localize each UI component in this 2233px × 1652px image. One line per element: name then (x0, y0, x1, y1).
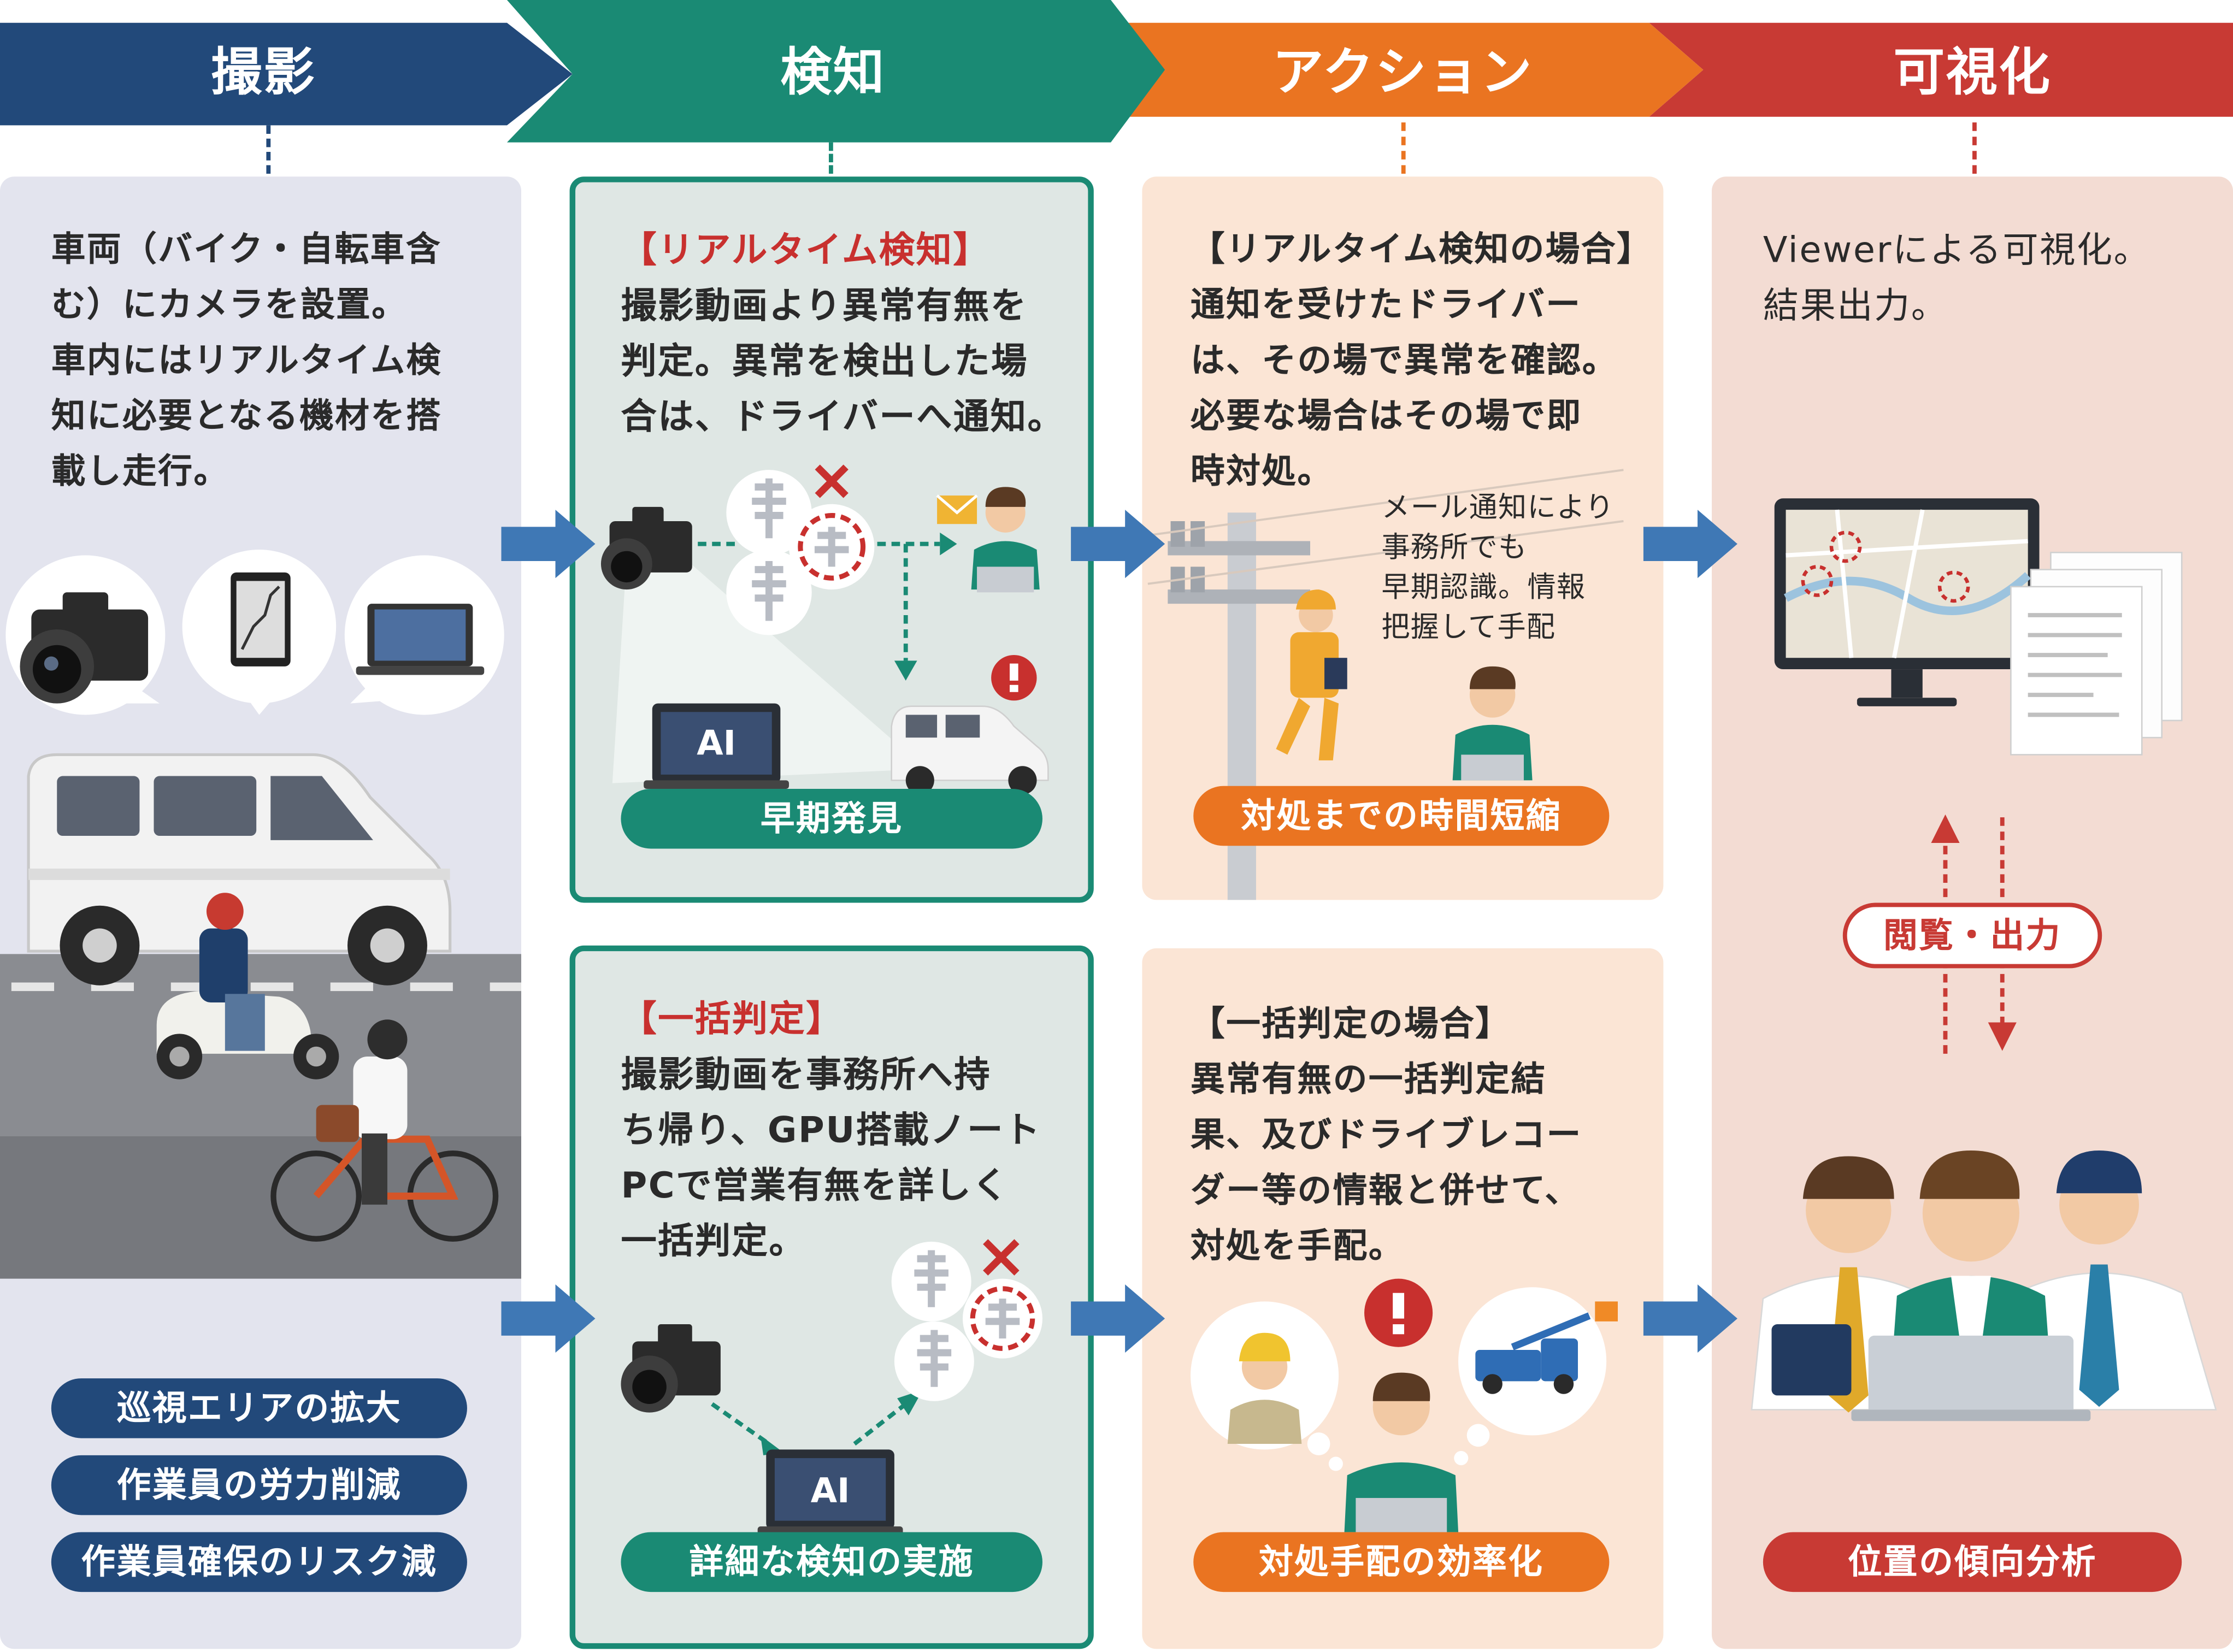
stage-label-detect: 検知 (780, 44, 886, 103)
note-line: 把握して手配 (1381, 609, 1556, 644)
stage-label-shoot: 撮影 (210, 44, 316, 103)
shoot-benefit-pill: 巡視エリアの拡大 (51, 1378, 467, 1438)
visual-benefit-pill: 位置の傾向分析 (1763, 1532, 2182, 1592)
documents-icon (2010, 552, 2183, 756)
tablet-icon (231, 572, 291, 666)
detect-batch-benefit-pill: 詳細な検知の実施 (621, 1532, 1042, 1592)
action-rt-line: は、その場で異常を確認。 (1191, 340, 1618, 380)
white-van (27, 753, 452, 986)
office-worker-icon (1452, 666, 1533, 781)
mail-icon (936, 494, 978, 524)
note-line: 事務所でも (1381, 529, 1528, 564)
shoot-benefit-pill: 作業員の労力削減 (51, 1455, 467, 1515)
detect-batch-line: PCで営業有無を詳しく (621, 1165, 1010, 1206)
action-rt-note: メール通知により 事務所でも 早期認識。情報 把握して手配 (1381, 487, 1652, 646)
ai-label: AI (697, 723, 736, 763)
ai-laptop-icon (644, 703, 789, 789)
detect-rt-line: 撮影動画より異常有無を (621, 285, 1028, 326)
shoot-line: 載し走行。 (51, 451, 229, 492)
small-van-icon (891, 705, 1049, 795)
office-worker-icon (971, 487, 1040, 593)
detect-rt-tag: 【リアルタイム検知】 (621, 229, 991, 271)
action-batch-line: 異常有無の一括判定結 (1191, 1059, 1547, 1100)
detect-rt-line: 合は、ドライバーへ通知。 (621, 396, 1065, 438)
detect-rt-line: 判定。異常を検出した場 (621, 340, 1028, 382)
insulator-icon (726, 464, 875, 635)
map-monitor-icon (1774, 498, 2040, 706)
crane-truck-icon (1475, 1301, 1618, 1394)
action-batch-tag: 【一括判定の場合】 (1191, 1004, 1511, 1044)
detect-rt-benefit-pill: 早期発見 (621, 789, 1042, 849)
connector-detect (828, 142, 833, 174)
note-line: 早期認識。情報 (1381, 569, 1586, 604)
action-batch-benefit-pill: 対処手配の効率化 (1193, 1532, 1610, 1592)
action-rt-line: 時対処。 (1191, 451, 1333, 492)
detect-batch-line: 一括判定。 (621, 1220, 806, 1262)
action-rt-diagram (1147, 469, 1624, 900)
camera-icon (600, 506, 692, 590)
detect-batch-diagram: AI (621, 1239, 1042, 1535)
action-batch-line: 対処を手配。 (1191, 1226, 1405, 1266)
visual-description: Viewerによる可視化。 結果出力。 (1763, 222, 2219, 333)
connector-action (1401, 122, 1406, 174)
action-rt-line: 必要な場合はその場で即 (1191, 396, 1582, 436)
browse-output-label: 閲覧・出力 (1842, 902, 2102, 969)
alert-icon (991, 654, 1037, 701)
note-line: メール通知により (1381, 489, 1615, 524)
detect-rt-diagram: AI (600, 464, 1049, 795)
action-rt-tag: 【リアルタイム検知の場合】 (1191, 229, 1653, 269)
office-worker-icon (1344, 1372, 1459, 1532)
action-batch-diagram (1191, 1278, 1618, 1532)
shoot-line: 車両（バイク・自転車含 (51, 229, 442, 269)
camera-icon (20, 592, 149, 704)
connector-shoot (266, 125, 271, 174)
detect-batch-description: 【一括判定】 撮影動画を事務所へ持 ち帰り、GPU搭載ノート PCで営業有無を詳… (621, 991, 1076, 1268)
action-batch-description: 【一括判定の場合】 異常有無の一括判定結 果、及びドライブレコー ダー等の情報と… (1191, 997, 1660, 1275)
stage-label-visual: 可視化 (1893, 44, 2052, 103)
detect-batch-line: ち帰り、GPU搭載ノート (621, 1109, 1041, 1151)
shoot-benefit-pill: 作業員確保のリスク減 (51, 1532, 467, 1592)
shoot-line: む）にカメラを設置。 (51, 285, 408, 325)
detect-rt-description: 【リアルタイム検知】 撮影動画より異常有無を 判定。異常を検出した場 合は、ドラ… (621, 222, 1076, 445)
lineworker-icon (1276, 589, 1347, 760)
ai-label: AI (811, 1471, 850, 1511)
action-batch-line: ダー等の情報と併せて、 (1191, 1170, 1581, 1211)
shoot-description: 車両（バイク・自転車含 む）にカメラを設置。 車内にはリアルタイム検 知に必要と… (51, 222, 507, 500)
connector-visual (1972, 122, 1977, 174)
construction-worker-icon (1227, 1332, 1302, 1444)
stage-label-action: アクション (1272, 44, 1534, 103)
action-batch-line: 果、及びドライブレコー (1191, 1114, 1582, 1155)
visual-line: 結果出力。 (1763, 285, 1948, 326)
scooter-rider-icon (156, 893, 339, 1079)
action-rt-benefit-pill: 対処までの時間短縮 (1193, 786, 1610, 846)
detect-batch-tag: 【一括判定】 (621, 998, 844, 1040)
insulator-icon (891, 1239, 1042, 1401)
action-rt-line: 通知を受けたドライバー (1191, 285, 1582, 325)
team-of-analysts-icon (1751, 1150, 2217, 1421)
action-rt-description: 【リアルタイム検知の場合】 通知を受けたドライバー は、その場で異常を確認。 必… (1191, 222, 1660, 500)
camera-icon (621, 1324, 721, 1413)
shoot-line: 知に必要となる機材を搭 (51, 396, 442, 436)
visual-line: Viewerによる可視化。 (1763, 229, 2151, 271)
shoot-line: 車内にはリアルタイム検 (51, 340, 442, 380)
laptop-icon (356, 604, 485, 675)
alert-icon (1364, 1278, 1433, 1347)
flow-arrows (501, 510, 1737, 1353)
detect-batch-line: 撮影動画を事務所へ持 (621, 1053, 992, 1095)
bicycle-rider-icon (270, 1019, 499, 1242)
